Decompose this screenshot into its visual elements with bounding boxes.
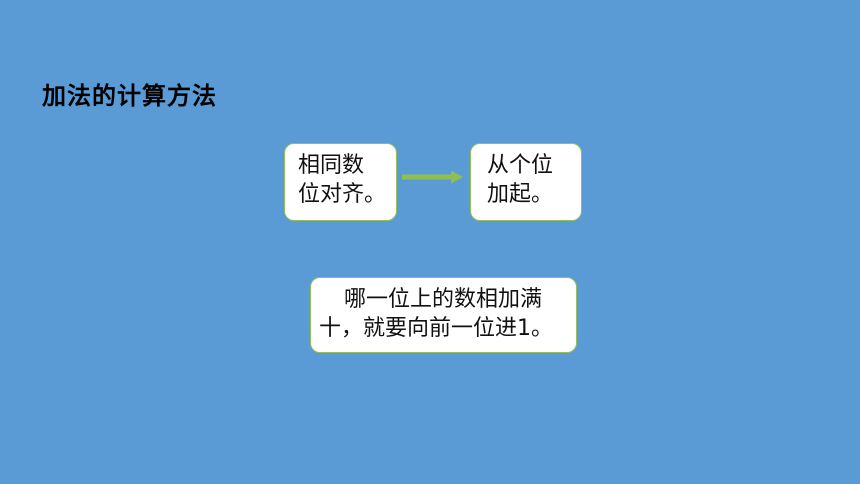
step-box-align-digits-line-2: 位对齐。 [298, 182, 387, 207]
step-box-start-ones-line-1: 从个位 [487, 153, 554, 178]
step-box-start-ones-line-2: 加起。 [487, 182, 554, 207]
carry-rule-line-2: 十，就要向前一位进1。 [319, 316, 553, 341]
step-box-start-ones: 从个位 加起。 [470, 143, 582, 221]
slide-title: 加法的计算方法 [42, 82, 217, 110]
carry-rule-line-1: 哪一位上的数相加满 [344, 287, 543, 312]
carry-rule-box: 哪一位上的数相加满 十，就要向前一位进1。 [310, 277, 577, 353]
right-arrow-icon [402, 170, 463, 184]
step-box-align-digits: 相同数 位对齐。 [284, 143, 397, 221]
step-box-align-digits-line-1: 相同数 [298, 153, 365, 178]
